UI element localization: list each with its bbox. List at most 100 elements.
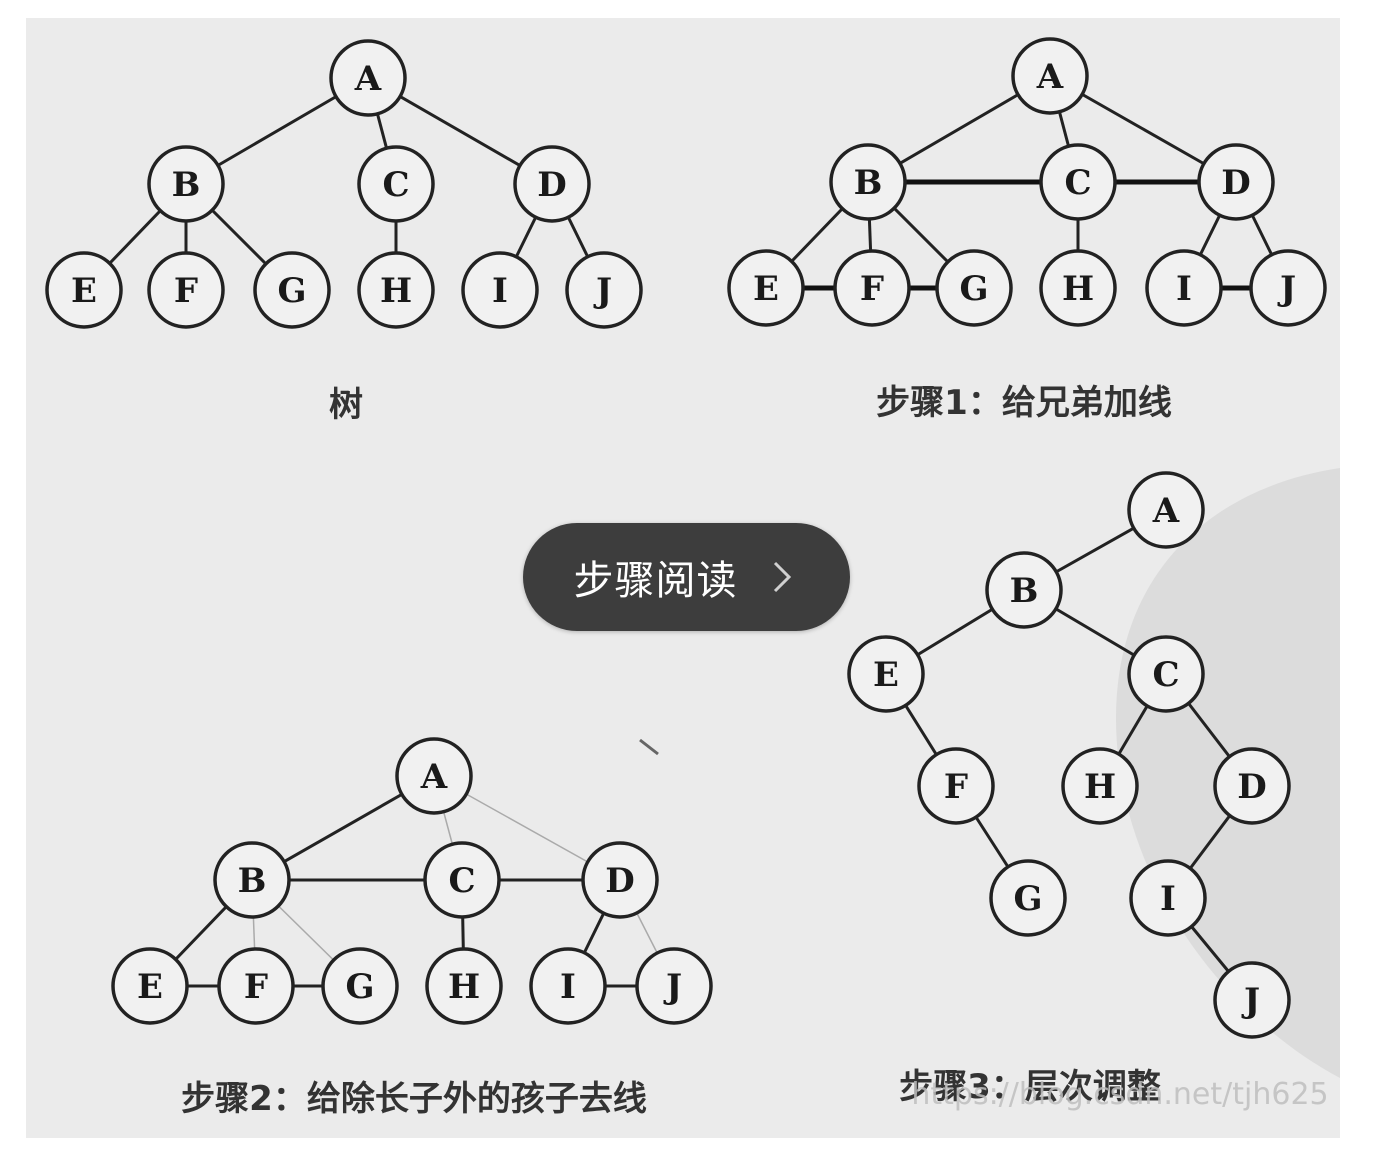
tree-node-label-H: H [380,271,412,311]
step2-node-label-C: C [448,861,475,901]
step1-node-label-E: E [753,269,779,309]
step1-node-F: F [833,249,911,327]
step2-node-circle-E [111,947,189,1025]
step-read-label: 步骤阅读 [573,558,738,604]
step1-node-label-B: B [854,163,883,203]
step-read-button[interactable]: 步骤阅读 [523,523,850,631]
step3-node-circle-E [847,635,925,713]
step3-node-label-C: C [1152,655,1179,695]
caption-step2: 步骤2：给除长子外的孩子去线 [181,1079,647,1119]
step2-node-D: D [581,841,659,919]
tree-node-circle-E [45,251,123,329]
step2-node-circle-A [395,737,473,815]
step3-node-label-J: J [1241,981,1260,1021]
step3-node-J: J [1213,961,1291,1039]
tree-node-label-E: E [71,271,97,311]
tree-node-circle-C [357,145,435,223]
step2-node-label-J: J [663,967,682,1007]
step3-node-circle-G [989,859,1067,937]
tree-node-B: B [147,145,225,223]
tree-node-I: I [461,251,539,329]
step1-node-J: J [1249,249,1327,327]
step2-node-circle-G [321,947,399,1025]
step2-node-J: J [635,947,713,1025]
step2-node-circle-I [529,947,607,1025]
step2-node-label-F: F [244,967,268,1007]
step3-node-F: F [917,747,995,825]
step1-node-circle-G [935,249,1013,327]
step3-node-label-I: I [1160,879,1176,919]
step2-node-label-H: H [448,967,480,1007]
step2-node-circle-C [423,841,501,919]
step1-node-circle-F [833,249,911,327]
caption-tree: 树 [329,385,363,425]
step3-node-label-B: B [1010,571,1039,611]
step3-node-circle-J [1213,961,1291,1039]
step1-node-B: B [829,143,907,221]
caption-step1: 步骤1：给兄弟加线 [876,383,1172,423]
step3-node-label-E: E [873,655,899,695]
step1-node-H: H [1039,249,1117,327]
step2-node-label-A: A [420,757,448,797]
step1-node-label-G: G [959,269,988,309]
tree-node-G: G [253,251,331,329]
caption-step3: 步骤3：层次调整 [899,1067,1161,1107]
tree-node-circle-A [329,39,407,117]
step3-node-H: H [1061,747,1139,825]
tree-node-label-D: D [537,165,566,205]
step2-node-B: B [213,841,291,919]
step1-node-circle-B [829,143,907,221]
tree-node-H: H [357,251,435,329]
tree-node-circle-D [513,145,591,223]
step2-node-F: F [217,947,295,1025]
step3-node-label-F: F [944,767,968,807]
tree-node-E: E [45,251,123,329]
step3-node-label-G: G [1013,879,1042,919]
step2-node-H: H [425,947,503,1025]
url-watermark: https://blog.csdn.net/tjh625 [911,1077,1328,1112]
tree-node-label-G: G [277,271,306,311]
step2-node-G: G [321,947,399,1025]
tree-node-label-A: A [354,59,382,99]
tree-node-D: D [513,145,591,223]
tree-node-label-B: B [172,165,201,205]
step3-node-G: G [989,859,1067,937]
step1-node-circle-I [1145,249,1223,327]
step3-node-circle-H [1061,747,1139,825]
captions-layer: 树 步骤1：给兄弟加线 步骤2：给除长子外的孩子去线 步骤3：层次调整 http… [181,383,1328,1119]
speck-mark [639,738,659,756]
step3-node-label-H: H [1084,767,1116,807]
step1-node-E: E [727,249,805,327]
tree-node-circle-G [253,251,331,329]
step3-node-circle-D [1213,747,1291,825]
step2-node-circle-J [635,947,713,1025]
step3-node-C: C [1127,635,1205,713]
step1-node-G: G [935,249,1013,327]
step3-node-circle-F [917,747,995,825]
step1-node-A: A [1011,37,1089,115]
step1-node-label-H: H [1062,269,1094,309]
tree-node-label-I: I [492,271,508,311]
tree-node-C: C [357,145,435,223]
step1-node-label-F: F [860,269,884,309]
chevron-right-icon [764,559,800,595]
step1-node-circle-H [1039,249,1117,327]
step1-node-label-A: A [1036,57,1064,97]
tree-node-J: J [565,251,643,329]
step3-node-label-A: A [1152,491,1180,531]
step1-node-label-J: J [1277,269,1296,309]
tree-node-circle-H [357,251,435,329]
step1-node-circle-D [1197,143,1275,221]
step2-node-circle-H [425,947,503,1025]
step3-node-circle-B [985,551,1063,629]
step2-node-E: E [111,947,189,1025]
step1-node-label-C: C [1064,163,1091,203]
step3-node-label-D: D [1237,767,1266,807]
step1-node-C: C [1039,143,1117,221]
step2-node-circle-B [213,841,291,919]
step2-node-C: C [423,841,501,919]
step2-node-circle-F [217,947,295,1025]
